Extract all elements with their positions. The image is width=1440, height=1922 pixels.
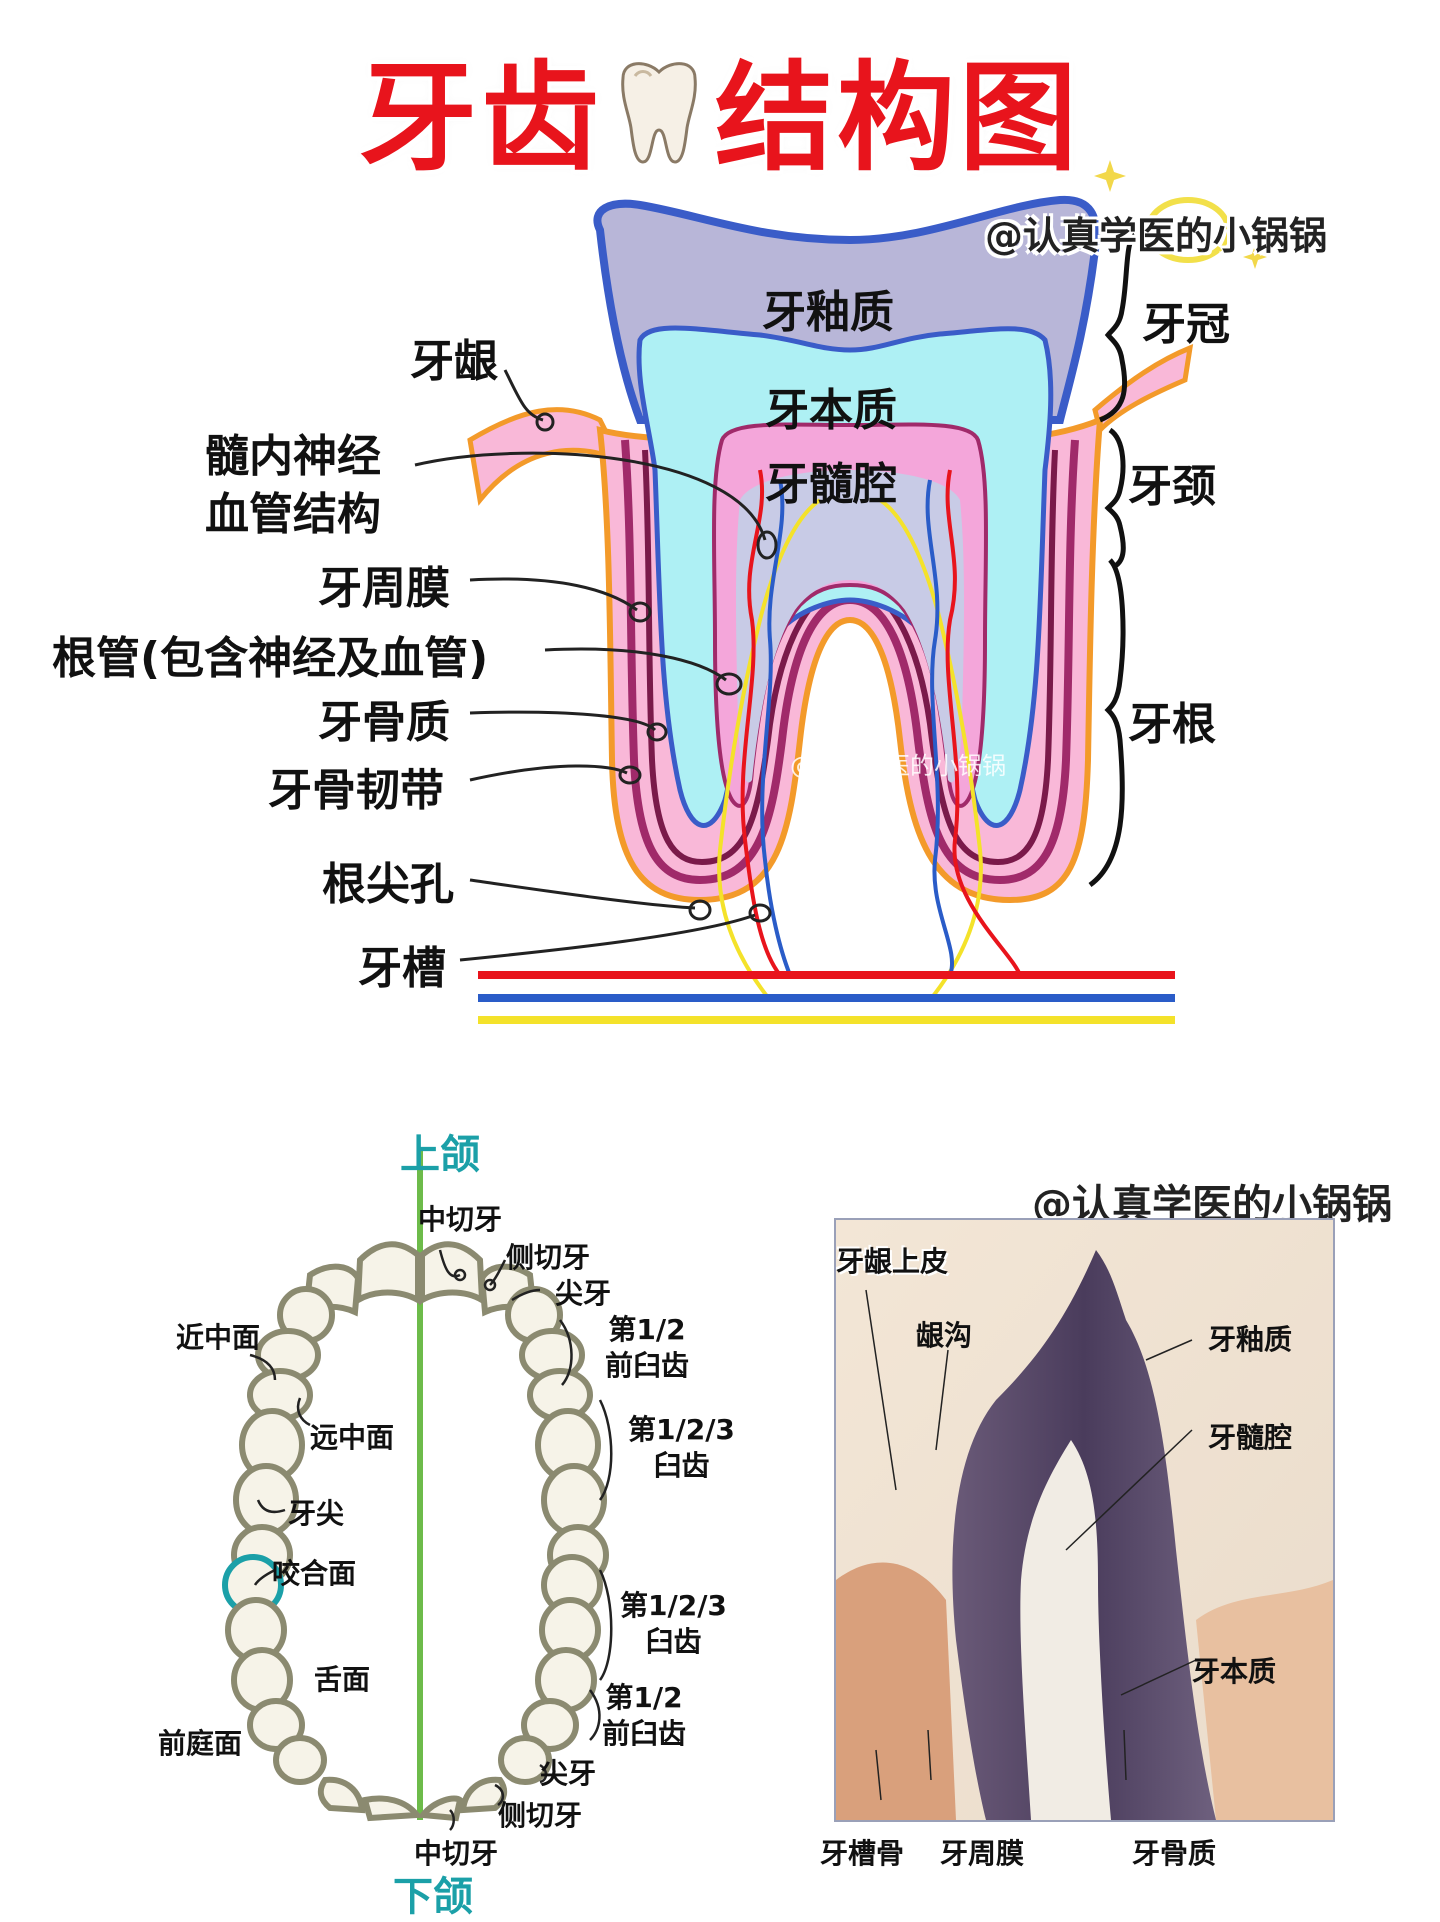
label-canine-bottom: 尖牙 — [540, 1757, 597, 1790]
label-periodontal-ligament: 牙骨韧带 — [268, 765, 444, 816]
upper-arch — [231, 1241, 609, 1586]
label-premolar-bottom: 第1/2 前臼齿 — [602, 1681, 687, 1750]
label-histo-pulp: 牙髓腔 — [1208, 1421, 1293, 1454]
label-alveolar-bone: 牙槽骨 — [820, 1837, 905, 1870]
label-molar-top: 第1/2/3 臼齿 — [628, 1413, 735, 1482]
label-central-incisor-bottom: 中切牙 — [414, 1837, 499, 1870]
label-alveolus: 牙槽 — [358, 943, 446, 994]
page-title: 牙齿 结构图 — [0, 22, 1440, 196]
label-lateral-incisor-bottom: 侧切牙 — [498, 1799, 583, 1832]
label-cusp: 牙尖 — [288, 1497, 345, 1530]
label-pulp-cavity: 牙髓腔 — [765, 459, 897, 510]
title-left: 牙齿 — [358, 49, 603, 187]
right-braces — [1088, 232, 1137, 888]
label-mesial: 近中面 — [176, 1321, 261, 1354]
label-histo-dentin: 牙本质 — [1192, 1655, 1277, 1688]
nerves-vessels — [717, 469, 1022, 1002]
label-gingival-sulcus: 龈沟 — [916, 1319, 973, 1352]
label-lingual: 舌面 — [314, 1663, 371, 1696]
label-histo-enamel: 牙釉质 — [1208, 1323, 1293, 1356]
lower-arch — [222, 1554, 603, 1822]
label-premolar-top: 第1/2 前臼齿 — [605, 1313, 690, 1382]
title-right: 结构图 — [715, 49, 1082, 187]
label-root-canal: 根管(包含神经及血管) — [52, 633, 489, 684]
tooth-emoji-icon — [609, 58, 709, 196]
label-gingiva: 牙龈 — [410, 336, 498, 387]
label-crown: 牙冠 — [1142, 299, 1230, 350]
watermark-top: @认真学医的小锅锅 — [985, 214, 1328, 258]
watermark-faint-sub: From 小红书 — [800, 790, 905, 811]
histology-image: 牙龈上皮 龈沟 牙釉质 牙髓腔 牙本质 — [834, 1218, 1335, 1822]
root-canal — [736, 470, 964, 783]
halo-icon — [1145, 197, 1231, 263]
label-distal: 远中面 — [310, 1421, 395, 1454]
label-occlusal: 咬合面 — [272, 1557, 357, 1590]
label-periodontal-membrane: 牙周膜 — [318, 563, 450, 614]
label-gingival-epithelium: 牙龈上皮 — [836, 1245, 949, 1278]
label-lateral-incisor-top: 侧切牙 — [506, 1241, 591, 1274]
label-enamel: 牙釉质 — [762, 287, 894, 338]
label-central-incisor-top: 中切牙 — [418, 1203, 503, 1236]
label-lower-jaw: 下颌 — [393, 1874, 473, 1920]
label-vestibular: 前庭面 — [158, 1727, 243, 1760]
leader-lines — [414, 369, 778, 962]
label-neck: 牙颈 — [1128, 461, 1216, 512]
label-canine-top: 尖牙 — [555, 1277, 612, 1310]
label-histo-periodontal: 牙周膜 — [940, 1837, 1025, 1870]
label-histo-cementum: 牙骨质 — [1132, 1837, 1217, 1870]
label-apical-foramen: 根尖孔 — [322, 859, 454, 910]
label-cementum: 牙骨质 — [318, 697, 450, 748]
arch-leaders — [249, 1249, 613, 1831]
watermark-faint: @认真学医的小锅锅 — [790, 752, 1006, 780]
label-molar-bottom: 第1/2/3 臼齿 — [620, 1589, 727, 1658]
sparkle-icon — [1094, 160, 1267, 269]
label-dentin: 牙本质 — [765, 385, 897, 436]
label-root: 牙根 — [1128, 699, 1216, 750]
label-pulp-neurovascular: 髓内神经 血管结构 — [205, 431, 381, 540]
label-upper-jaw: 上颌 — [400, 1132, 480, 1178]
